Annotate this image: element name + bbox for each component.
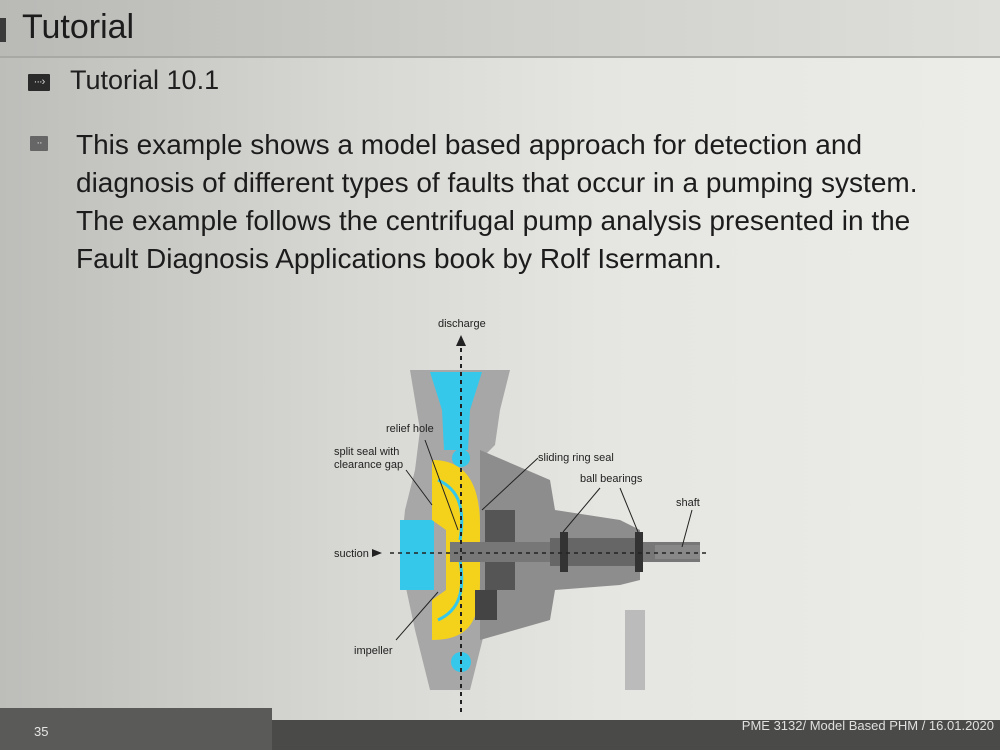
footer-left-block [0, 708, 272, 750]
label-relief-hole: relief hole [386, 423, 434, 435]
page-number: 35 [34, 724, 49, 739]
slide-title: Tutorial [22, 8, 135, 46]
label-split-seal-line1: split seal with [334, 446, 400, 458]
square-bullet-icon: ·· [30, 136, 48, 151]
label-impeller: impeller [354, 645, 393, 657]
footer-course-info: PME 3132/ Model Based PHM / 16.01.2020 [741, 718, 994, 733]
pump-illustration [372, 335, 710, 715]
label-sliding-ring-seal: sliding ring seal [538, 452, 614, 464]
label-discharge: discharge [438, 318, 486, 330]
slide-subtitle: Tutorial 10.1 [70, 65, 220, 95]
title-bar [0, 0, 1000, 58]
centrifugal-pump-diagram: discharge relief hole split seal with cl… [320, 310, 720, 720]
label-shaft: shaft [676, 497, 700, 509]
arrow-bullet-icon: ···› [28, 74, 50, 91]
label-ball-bearings: ball bearings [580, 473, 643, 485]
label-split-seal-line2: clearance gap [334, 459, 404, 471]
title-accent-mark [0, 18, 6, 42]
label-suction: suction [334, 548, 369, 560]
slide-body-text: This example shows a model based approac… [76, 129, 918, 274]
